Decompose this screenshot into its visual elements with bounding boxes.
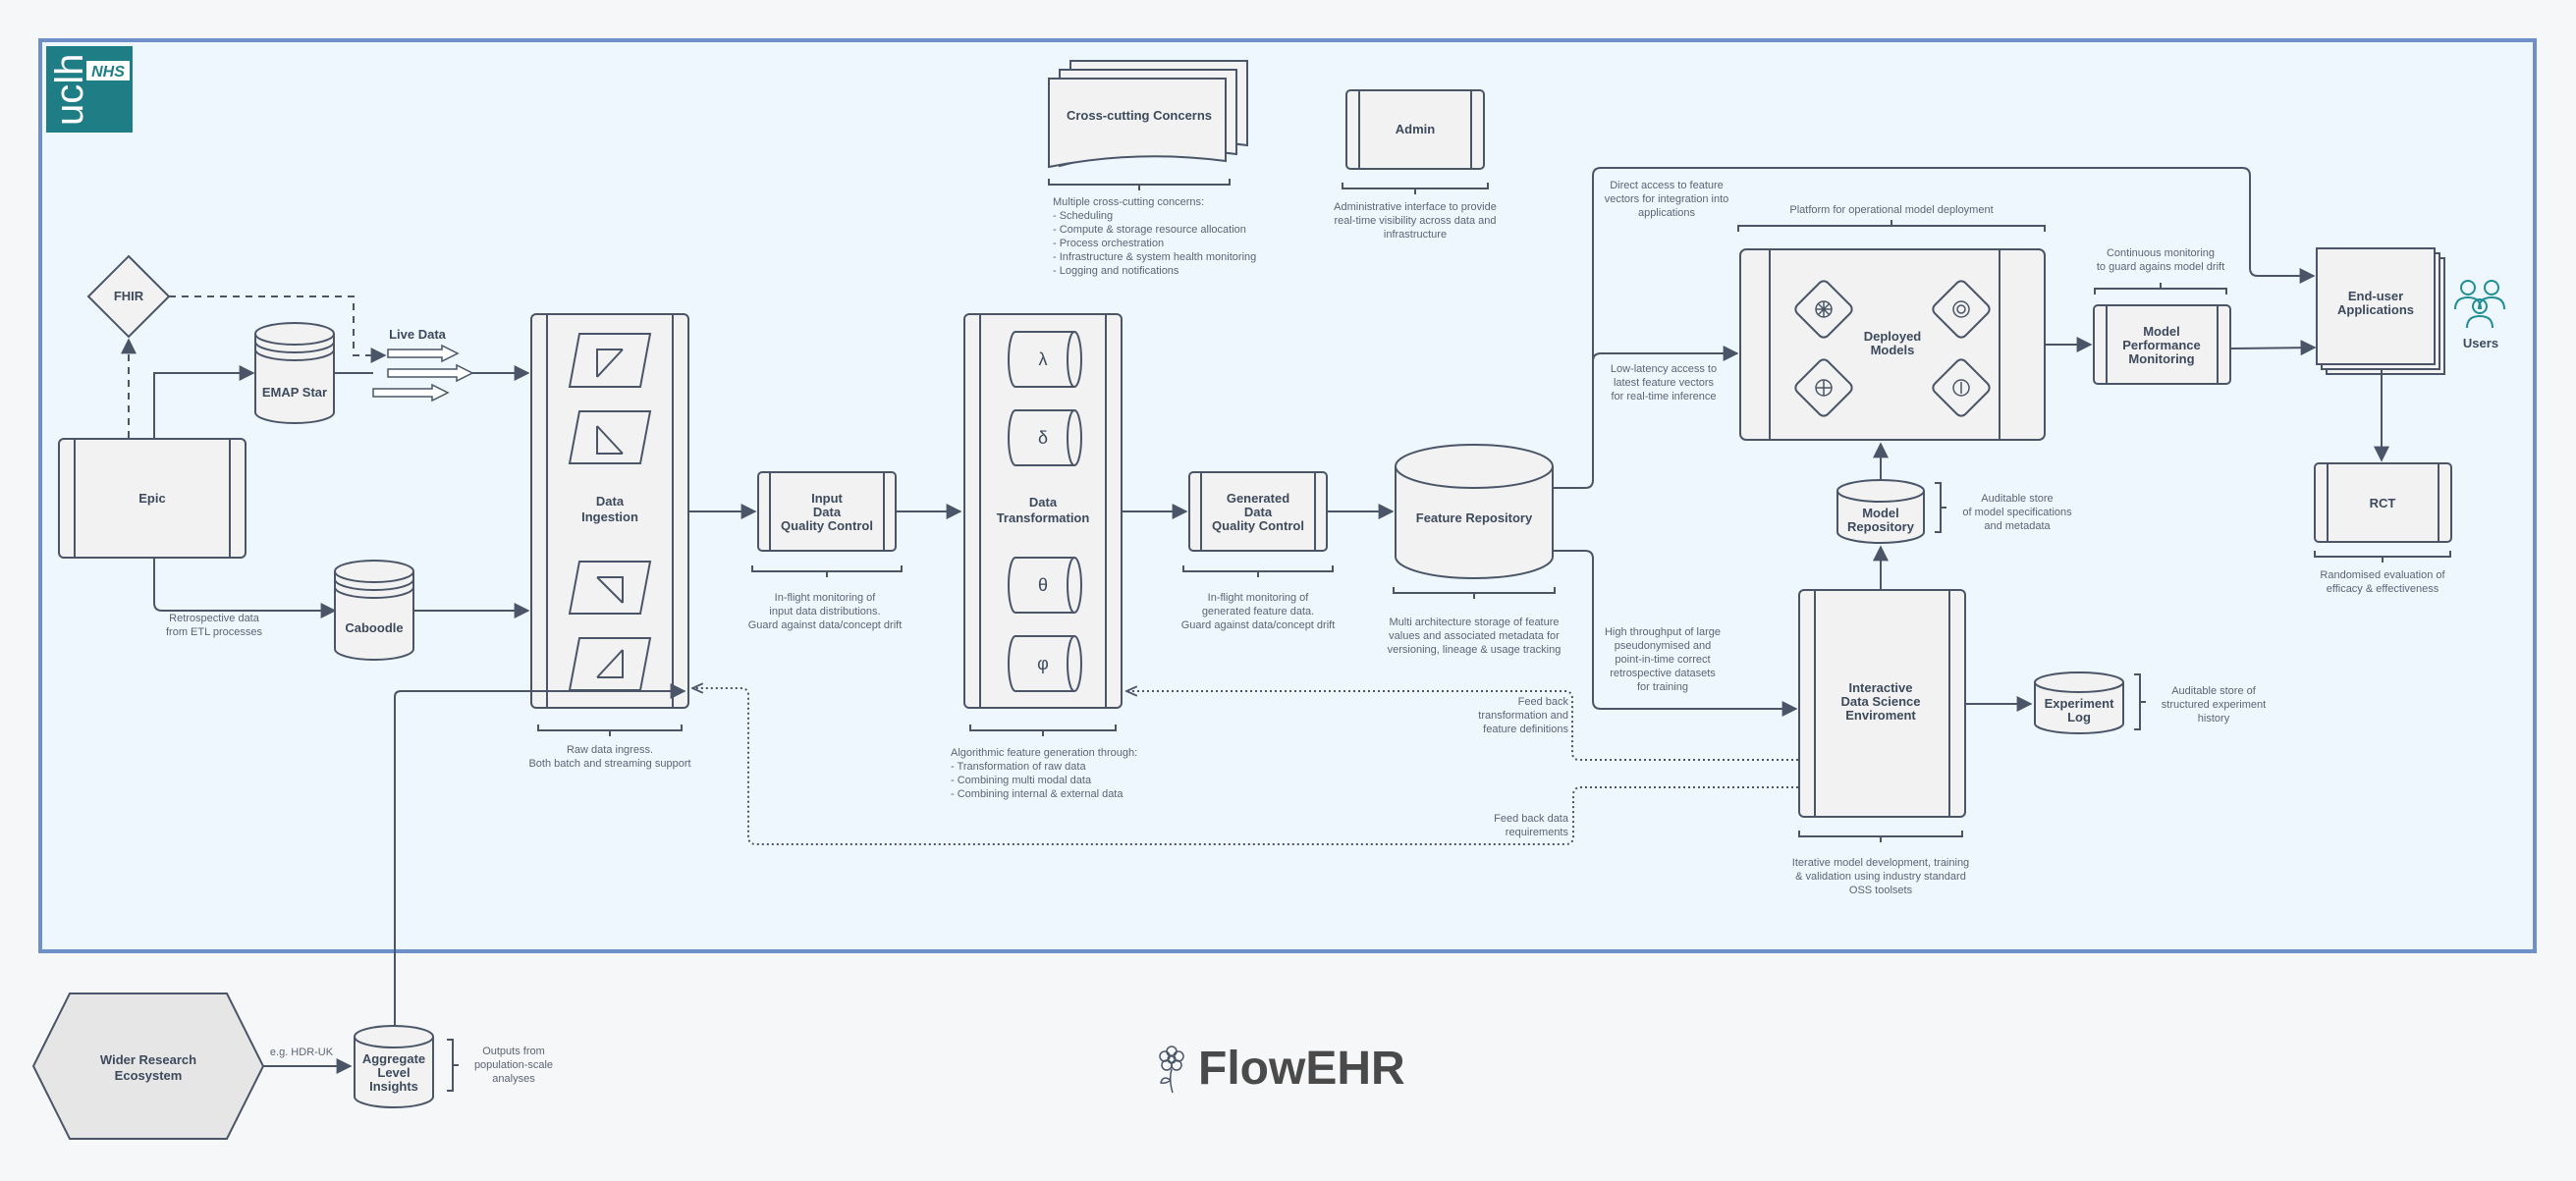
svg-text:RCT: RCT (2370, 496, 2396, 510)
fhir-node: FHIR (86, 254, 171, 339)
lambda-symbol: λ (1039, 349, 1048, 369)
flowehr-title: FlowEHR (1198, 1043, 1405, 1095)
users-icon (2454, 280, 2505, 329)
delta-symbol: δ (1038, 428, 1048, 448)
rct-node: RCT (2314, 462, 2452, 543)
caption-platform: Platform for operational model deploymen… (1789, 204, 1993, 216)
cross-cutting-node: Cross-cutting Concerns (1048, 60, 1248, 169)
ingestion-label-2: Ingestion (581, 510, 638, 524)
caption-hdr: e.g. HDR-UK (270, 1047, 334, 1058)
theta-symbol: θ (1038, 575, 1048, 595)
caption-transformation: Algorithmic feature generation through:-… (951, 747, 1137, 800)
caboodle-node: Caboodle (334, 560, 414, 661)
live-data-label: Live Data (389, 327, 447, 342)
svg-text:Admin: Admin (1396, 122, 1436, 136)
fhir-label: FHIR (114, 289, 144, 303)
logo-text: uclh (48, 54, 91, 126)
live-data-arrows (372, 344, 474, 403)
svg-text:Feature Repository: Feature Repository (1416, 510, 1533, 525)
epic-node: Epic (58, 438, 247, 559)
flower-icon (1159, 1046, 1184, 1094)
svg-text:Cross-cutting Concerns: Cross-cutting Concerns (1067, 108, 1212, 123)
uclh-logo: uclh NHS (46, 46, 133, 133)
emap-label: EMAP Star (262, 385, 327, 400)
epic-label: Epic (138, 491, 165, 506)
caption-ide: Iterative model development, training& v… (1792, 857, 1969, 896)
caboodle-label: Caboodle (345, 620, 403, 635)
caption-ingestion: Raw data ingress.Both batch and streamin… (528, 744, 690, 770)
phi-symbol: φ (1037, 654, 1049, 673)
admin-node: Admin (1345, 89, 1485, 170)
nhs-badge: NHS (91, 64, 125, 81)
users-label: Users (2463, 336, 2498, 350)
emap-star-node: EMAP Star (254, 322, 335, 424)
ingestion-label-1: Data (596, 494, 625, 509)
caption-cross-cutting: Multiple cross-cutting concerns:- Schedu… (1053, 196, 1256, 277)
feature-repository-node: Feature Repository (1395, 444, 1554, 579)
